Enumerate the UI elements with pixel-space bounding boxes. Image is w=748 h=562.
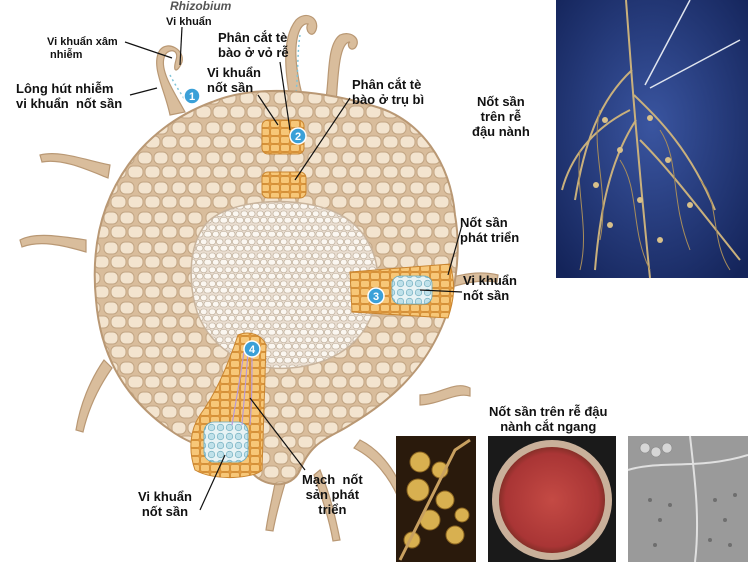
label-developing-nodule: Nốt sần phát triển <box>460 215 520 245</box>
label-nodule-bacteria-right: Vi khuẩn nốt sần <box>463 273 517 303</box>
label-nodule-bacteria-top: Vi khuẩn nốt sần <box>207 65 261 95</box>
step-badge-3: 3 <box>373 291 379 303</box>
root-hairs <box>19 15 499 542</box>
developing-vessels <box>231 351 253 426</box>
label-developing-vessels: Mạch nốt sản phát triển <box>302 472 363 517</box>
pericycle-dividing-cells <box>261 171 307 199</box>
step-badge-1: 1 <box>189 91 195 103</box>
nodule-cross-section-photo <box>488 436 616 562</box>
label-nodule-bacteria-bottom: Vi khuẩn nốt sần <box>138 489 192 519</box>
label-pericycle-division: Phân cắt tè bào ở trụ bì <box>352 77 425 107</box>
label-cortex-division: Phân cắt tè bào ở vỏ rễ <box>218 30 289 60</box>
label-soybean-root-nodules: Nốt sần trên rễ đậu nành <box>472 94 530 139</box>
step-badges: 1 2 3 4 <box>183 87 385 358</box>
step-badge-2: 2 <box>295 131 301 143</box>
bacteria-cluster-bottom <box>203 421 249 463</box>
central-stele <box>190 200 379 370</box>
label-bacteria-top: Vi khuẩn <box>166 16 212 28</box>
rhizobium-title: Rhizobium <box>170 0 232 13</box>
leader-lines <box>124 26 463 511</box>
nodule-closeup-photo <box>396 436 476 562</box>
step-badge-4: 4 <box>249 344 256 356</box>
label-infected-root-hair: Lông hút nhiễm vi khuẩn nốt sần <box>16 81 123 111</box>
micrograph-photo <box>627 435 748 562</box>
label-nodule-cross-section: Nốt sần trên rễ đậu nành cắt ngang <box>489 404 608 434</box>
label-invading-bacteria: Vi khuẩn xâm nhiễm <box>47 36 118 61</box>
soybean-root-photo <box>556 0 748 279</box>
